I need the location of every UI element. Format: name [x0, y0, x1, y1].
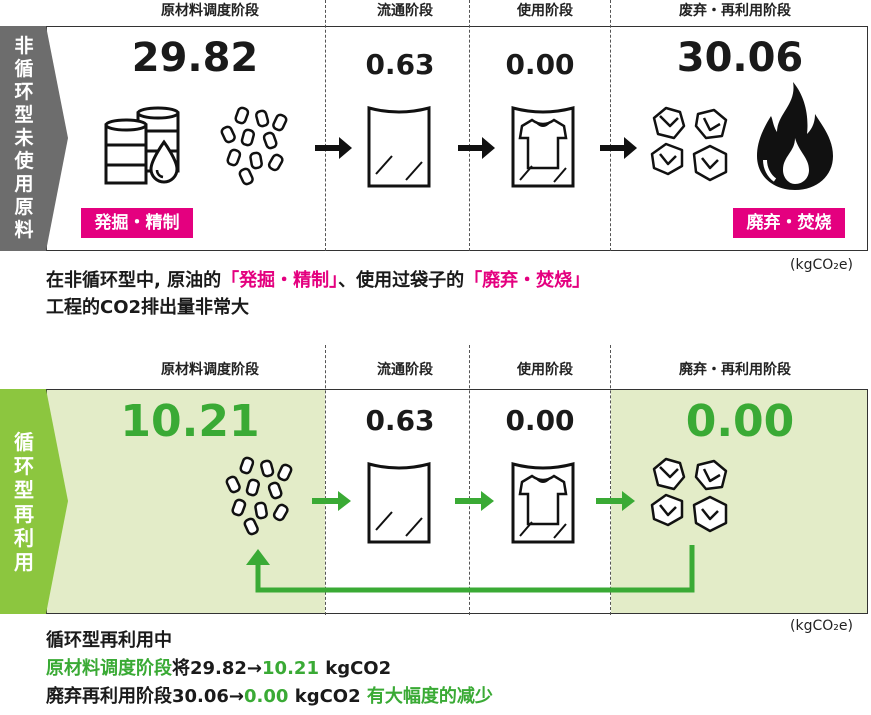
stage-divider	[610, 0, 611, 251]
value-raw-material: 10.21	[120, 396, 260, 447]
linear-side-label-wrap: 非循环型未使用原料	[0, 26, 48, 251]
bag-with-shirt-icon	[511, 106, 575, 188]
arrow-right-icon	[600, 137, 637, 159]
linear-side-tab-shape	[0, 26, 68, 251]
caption-highlight: 「発掘・精制」	[221, 270, 339, 291]
plastic-bag-icon	[367, 462, 431, 544]
return-arrow-icon	[246, 545, 695, 593]
value-disposal: 0.00	[685, 396, 795, 447]
highlight-raw-material	[47, 390, 325, 613]
bag-with-shirt-icon	[511, 462, 575, 544]
caption-text: 将29.82→	[172, 658, 263, 679]
value-disposal: 30.06	[676, 35, 804, 81]
unit-label: (kgCO₂e)	[790, 618, 853, 634]
caption-highlight: 10.21	[262, 658, 319, 679]
stage-label-use: 使用阶段	[517, 3, 573, 19]
caption-text: kgCO2	[318, 658, 392, 679]
pellets-icon	[220, 106, 288, 186]
flame-icon	[757, 82, 833, 190]
caption-highlight: 原材料调度阶段	[46, 658, 172, 679]
caption-highlight: 有大幅度的减少	[366, 686, 493, 707]
value-use: 0.00	[505, 48, 575, 81]
stage-divider	[469, 0, 470, 251]
stage-label-distribution: 流通阶段	[377, 362, 433, 378]
crumpled-bags-icon	[650, 457, 728, 533]
caption-text: 、使用过袋子的	[338, 270, 465, 291]
caption-circular-line1: 循环型再利用中	[46, 630, 172, 651]
arrow-right-icon	[312, 491, 351, 511]
value-distribution: 0.63	[365, 404, 435, 437]
arrow-right-icon	[458, 137, 495, 159]
arrow-right-icon	[596, 491, 635, 511]
pellets-icon	[225, 456, 293, 536]
unit-label: (kgCO₂e)	[790, 257, 853, 273]
stage-divider	[469, 345, 470, 615]
circular-side-label-wrap: 循环型再利用	[0, 389, 48, 614]
value-use: 0.00	[505, 404, 575, 437]
caption-circular-line3: 廃弃再利用阶段30.06→0.00 kgCO2 有大幅度的减少	[46, 684, 493, 710]
tag-disposal-incineration: 廃弃・焚烧	[733, 208, 845, 238]
value-raw-material: 29.82	[131, 35, 259, 81]
caption-linear-line1: 在非循环型中, 原油的「発掘・精制」、使用过袋子的「廃弃・焚烧」	[46, 268, 590, 294]
caption-circular-line2: 原材料调度阶段将29.82→10.21 kgCO2	[46, 656, 391, 682]
stage-label-raw-material: 原材料调度阶段	[161, 362, 259, 378]
circular-side-label: 循环型再利用	[14, 429, 34, 574]
crumpled-bags-icon	[650, 106, 728, 182]
oil-drop-icon	[149, 139, 179, 184]
caption-linear-line2: 工程的CO2排出量非常大	[46, 297, 250, 318]
caption-text: 在非循环型中, 原油的	[46, 270, 222, 291]
stage-divider	[325, 0, 326, 251]
highlight-disposal	[611, 390, 867, 613]
stage-label-distribution: 流通阶段	[377, 3, 433, 19]
tag-extraction-refining: 発掘・精制	[81, 208, 193, 238]
stage-label-raw-material: 原材料调度阶段	[161, 3, 259, 19]
caption-highlight: 0.00	[244, 686, 289, 707]
caption-text: 廃弃再利用阶段30.06→	[46, 686, 245, 707]
caption-highlight: 「廃弃・焚烧」	[464, 270, 591, 291]
stage-divider	[610, 345, 611, 615]
stage-label-use: 使用阶段	[517, 362, 573, 378]
stage-divider	[325, 345, 326, 615]
circular-side-tab-shape	[0, 389, 68, 614]
stage-label-disposal: 废弃・再利用阶段	[679, 3, 791, 19]
caption-text: kgCO2	[288, 686, 367, 707]
arrow-right-icon	[455, 491, 494, 511]
stage-label-disposal: 廃弃・再利用阶段	[679, 362, 791, 378]
plastic-bag-icon	[367, 106, 431, 188]
value-distribution: 0.63	[365, 48, 435, 81]
linear-side-label: 非循环型未使用原料	[14, 35, 34, 241]
arrow-right-icon	[315, 137, 352, 159]
